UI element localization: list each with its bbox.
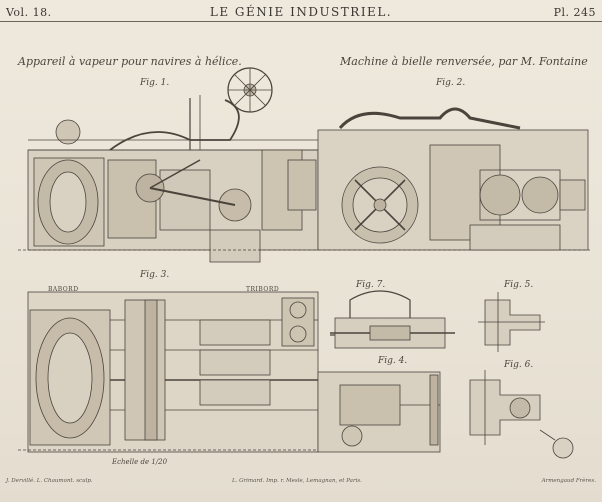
fig1-label: Fig. 1. [140,78,170,88]
fig2-label: Fig. 2. [436,78,466,88]
plate-number: Pl. 245 [553,6,596,19]
fig5-detail [478,292,545,352]
header-rule [0,21,602,22]
plate-title: LE GÉNIE INDUSTRIEL. [209,5,393,19]
babord-label: BABORD [48,286,79,293]
fig7-valve [330,290,455,349]
subtitle-right: Machine à bielle renversée, par M. Fonta… [340,55,588,68]
fig5-label: Fig. 5. [504,280,534,290]
fig6-label: Fig. 6. [504,360,534,370]
tribord-label: TRIBORD [246,286,280,293]
fig6-detail [469,370,541,445]
scale-label: Echelle de 1/20 [112,458,168,466]
fig4-label: Fig. 4. [378,356,408,366]
footer-publisher: Armengaud Frères. [541,478,596,484]
subtitle-left: Appareil à vapeur pour navires à hélice. [18,55,242,68]
fig1-engine-elevation [18,67,320,263]
fig7-label: Fig. 7. [356,280,386,290]
small-wheel [539,429,574,459]
fig2-fontaine-engine [317,107,590,251]
footer-engravers: J. Dervillé. L. Chaumont. sculp. [6,478,93,484]
fig3-label: Fig. 3. [140,270,170,280]
volume-number: Vol. 18. [6,6,52,19]
footer-printer: L. Grimard. Imp. r. Mesle, Lemagnan, et … [232,478,362,484]
fig3-plan-view [18,291,320,453]
fig4-detail [317,371,441,453]
